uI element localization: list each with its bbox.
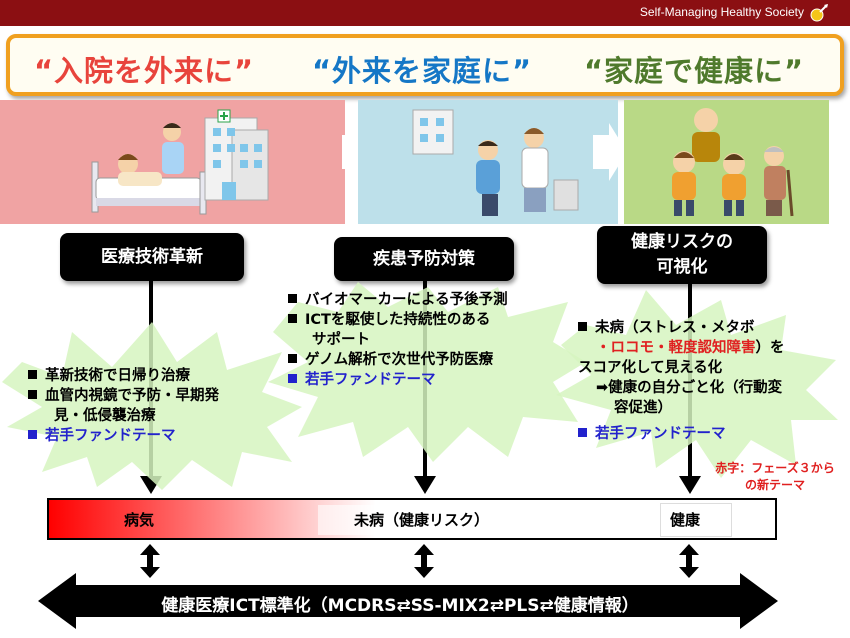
list-item: ICTを駆使した持続性のある	[288, 310, 588, 330]
fund-theme-item: 若手ファンドテーマ	[288, 370, 588, 390]
logo-icon	[810, 4, 828, 22]
spectrum-label-health: 健康	[670, 511, 701, 529]
clinic-panel	[358, 100, 618, 224]
slogan-3: “家庭で健康に”	[584, 54, 805, 88]
list-item: バイオマーカーによる予後予測	[288, 290, 588, 310]
col2-list: バイオマーカーによる予後予測 ICTを駆使した持続性のある サポート ゲノム解析…	[288, 290, 588, 390]
col1-list: 革新技術で日帰り治療 血管内視鏡で予防・早期発 見・低侵襲治療 若手ファンドテー…	[28, 366, 308, 446]
brand-text: Self-Managing Healthy Society	[639, 5, 804, 19]
list-item-continued: ・ロコモ・軽度認知障害）を	[596, 340, 785, 356]
standardization-arrow	[38, 573, 778, 629]
stage-title-disease-prevention: 疾患予防対策	[334, 237, 514, 281]
double-arrow-icon	[679, 544, 699, 578]
home-panel	[624, 100, 829, 224]
stage-title-line1: 健康リスクの	[631, 232, 733, 252]
burst-shape	[2, 322, 302, 490]
arrow-down-icon	[414, 476, 436, 494]
list-item: ゲノム解析で次世代予防医療	[288, 350, 588, 370]
burst-shape	[556, 290, 838, 478]
stage-title-line2: 可視化	[656, 257, 708, 277]
slogan-banner: “入院を外来に” “外来を家庭に” “家庭で健康に”	[6, 34, 844, 96]
double-arrow-icon	[140, 544, 160, 578]
spectrum-label-disease: 病気	[124, 511, 155, 529]
list-item: 未病（ストレス・メタボ	[578, 318, 848, 338]
col3-list: 未病（ストレス・メタボ ・ロコモ・軽度認知障害）を スコア化して見える化 ➡健康…	[578, 318, 848, 444]
list-item-continued: 見・低侵襲治療	[54, 408, 156, 424]
new-theme-text: ・ロコモ・軽度認知障害	[596, 340, 756, 356]
slogan-1: “入院を外来に”	[34, 54, 255, 88]
list-item-continued: スコア化して見える化	[578, 360, 723, 376]
clinic-illustration	[412, 109, 579, 216]
hospital-illustration	[91, 109, 269, 215]
arrow-right-icon	[593, 123, 627, 181]
spectrum-label-bg	[318, 505, 560, 535]
list-item-continued: 容促進）	[614, 400, 672, 416]
fund-theme-item: 若手ファンドテーマ	[28, 426, 308, 446]
stage-title-risk-visualization: 健康リスクの 可視化	[597, 226, 767, 284]
list-item-continued: サポート	[312, 332, 370, 348]
arrow-down-icon	[679, 476, 701, 494]
hospital-panel	[0, 100, 345, 224]
fund-theme-item: 若手ファンドテーマ	[578, 424, 848, 444]
list-item: ➡健康の自分ごと化（行動変	[596, 380, 783, 396]
list-item: 革新技術で日帰り治療	[28, 366, 308, 386]
standardization-label: 健康医療ICT標準化（MCDRS⇄SS-MIX2⇄PLS⇄健康情報）	[161, 596, 639, 616]
spectrum-label-presymptomatic: 未病（健康リスク）	[354, 511, 490, 529]
burst-shape	[268, 282, 586, 462]
new-theme-note: 赤字：フェーズ３から の新テーマ	[715, 461, 835, 492]
list-item: 血管内視鏡で予防・早期発	[28, 386, 308, 406]
spectrum-label-box	[660, 503, 732, 537]
header-bar: Self-Managing Healthy Society	[0, 0, 850, 26]
stage-title-medical-innovation: 医療技術革新	[60, 233, 244, 281]
double-arrow-icon	[414, 544, 434, 578]
slogan-2: “外来を家庭に”	[312, 54, 533, 88]
family-illustration	[672, 108, 794, 217]
